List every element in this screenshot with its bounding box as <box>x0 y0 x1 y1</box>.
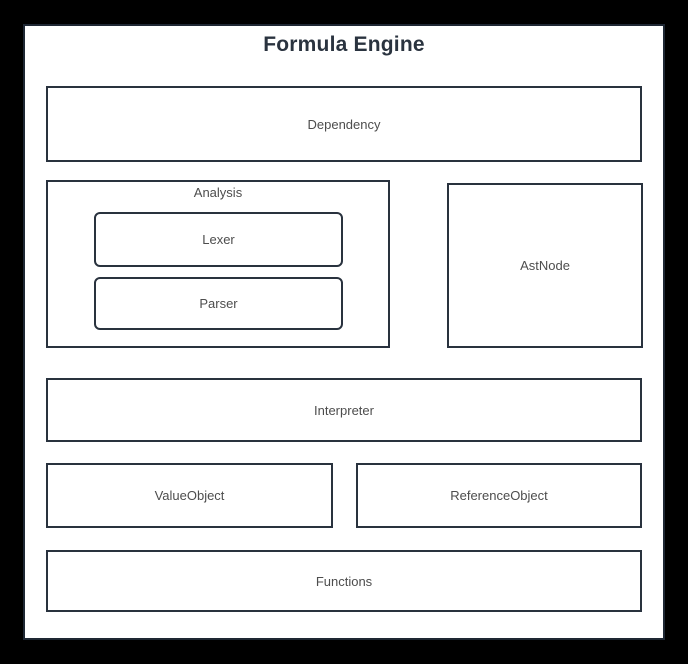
node-dependency: Dependency <box>46 86 642 162</box>
node-dependency-label: Dependency <box>307 116 381 132</box>
node-valueobject-label: ValueObject <box>154 488 225 503</box>
node-functions-label: Functions <box>315 573 373 589</box>
diagram-canvas: Formula Engine Dependency Analysis Lexer… <box>23 24 665 640</box>
node-astnode: AstNode <box>447 183 643 348</box>
node-referenceobject: ReferenceObject <box>356 463 642 528</box>
node-parser-label: Parser <box>199 296 238 311</box>
node-interpreter-label: Interpreter <box>314 402 374 418</box>
node-lexer: Lexer <box>94 212 343 267</box>
node-interpreter: Interpreter <box>46 378 642 442</box>
diagram-title: Formula Engine <box>263 33 425 56</box>
node-analysis-container: Analysis Lexer Parser <box>46 180 390 348</box>
node-functions: Functions <box>46 550 642 612</box>
node-analysis-label: Analysis <box>193 185 243 200</box>
node-astnode-label: AstNode <box>520 258 570 273</box>
node-referenceobject-label: ReferenceObject <box>450 488 548 503</box>
node-lexer-label: Lexer <box>202 232 235 247</box>
node-parser: Parser <box>94 277 343 330</box>
node-valueobject: ValueObject <box>46 463 333 528</box>
